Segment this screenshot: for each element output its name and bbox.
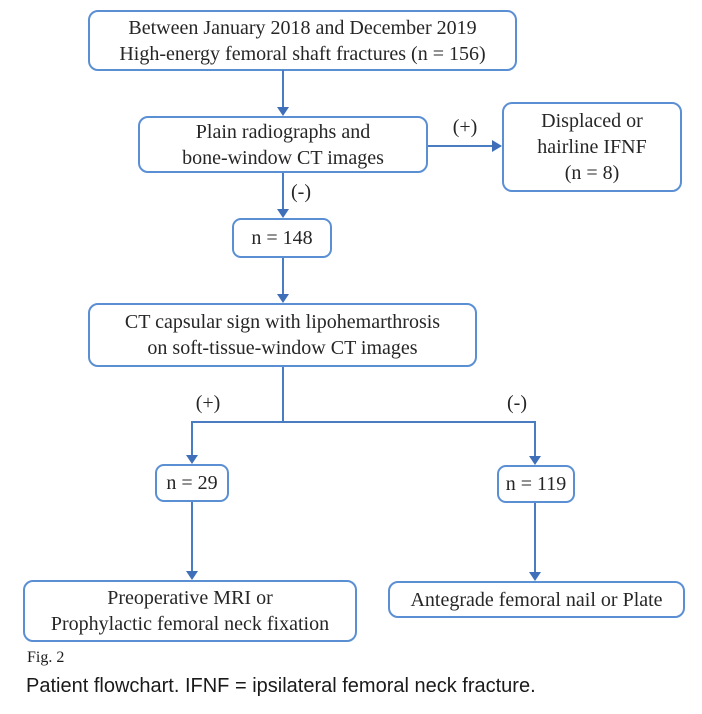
node-displaced-ifnf-line-2: hairline IFNF <box>537 136 647 158</box>
arrowhead-into-nail <box>529 572 541 581</box>
edge-label-ct-negative: (-) <box>507 392 527 414</box>
figure-label: Fig. 2 <box>27 649 65 666</box>
edge-label-imaging-negative: (-) <box>291 181 311 203</box>
node-ct-capsular-sign-line-2: on soft-tissue-window CT images <box>147 337 418 359</box>
node-ct-capsular-sign: CT capsular sign with lipohemarthrosis o… <box>88 303 477 367</box>
node-cohort: Between January 2018 and December 2019 H… <box>88 10 517 71</box>
connector-branch-left <box>191 421 193 456</box>
node-displaced-ifnf: Displaced or hairline IFNF (n = 8) <box>502 102 682 192</box>
node-displaced-ifnf-line-1: Displaced or <box>541 110 643 132</box>
arrowhead-into-ct <box>277 294 289 303</box>
edge-label-ct-positive: (+) <box>195 392 221 414</box>
node-nail-plate-label: Antegrade femoral nail or Plate <box>410 588 663 611</box>
node-imaging-line-1: Plain radiographs and <box>195 120 371 143</box>
edge-label-imaging-positive: (+) <box>452 116 478 138</box>
connector-n119-to-nail <box>534 503 536 573</box>
connector-imaging-to-ifnf <box>428 145 492 147</box>
node-ct-capsular-sign-line-1: CT capsular sign with lipohemarthrosis <box>124 311 441 333</box>
node-cohort-line-2: High-energy femoral shaft fractures (n =… <box>119 42 486 65</box>
connector-ct-branch-stem <box>282 367 284 422</box>
node-imaging-line-2: bone-window CT images <box>182 146 384 169</box>
node-nail-plate: Antegrade femoral nail or Plate <box>388 581 685 618</box>
arrowhead-into-n119 <box>529 456 541 465</box>
connector-n148-to-ct <box>282 258 284 295</box>
arrowhead-into-mri <box>186 571 198 580</box>
connector-imaging-to-n148 <box>282 173 284 210</box>
node-n119-label: n = 119 <box>505 473 567 495</box>
node-mri-fixation: Preoperative MRI or Prophylactic femoral… <box>23 580 357 642</box>
connector-branch-right <box>534 421 536 457</box>
node-mri-fixation-line-2: Prophylactic femoral neck fixation <box>50 613 330 635</box>
node-n148-label: n = 148 <box>251 227 313 249</box>
node-cohort-line-1: Between January 2018 and December 2019 <box>128 16 477 39</box>
connector-branch-horizontal <box>191 421 536 423</box>
node-mri-fixation-line-1: Preoperative MRI or <box>107 587 273 609</box>
node-n148: n = 148 <box>232 218 332 258</box>
node-n29-label: n = 29 <box>166 472 218 494</box>
node-displaced-ifnf-line-3: (n = 8) <box>564 162 620 184</box>
node-n119: n = 119 <box>497 465 575 503</box>
arrowhead-into-n29 <box>186 455 198 464</box>
node-imaging: Plain radiographs and bone-window CT ima… <box>138 116 428 173</box>
connector-n29-to-mri <box>191 502 193 572</box>
figure-caption: Patient flowchart. IFNF = ipsilateral fe… <box>26 675 536 697</box>
arrowhead-into-imaging <box>277 107 289 116</box>
connector-cohort-to-imaging <box>282 70 284 108</box>
node-n29: n = 29 <box>155 464 229 502</box>
arrowhead-into-n148 <box>277 209 289 218</box>
arrowhead-into-ifnf <box>492 140 502 152</box>
